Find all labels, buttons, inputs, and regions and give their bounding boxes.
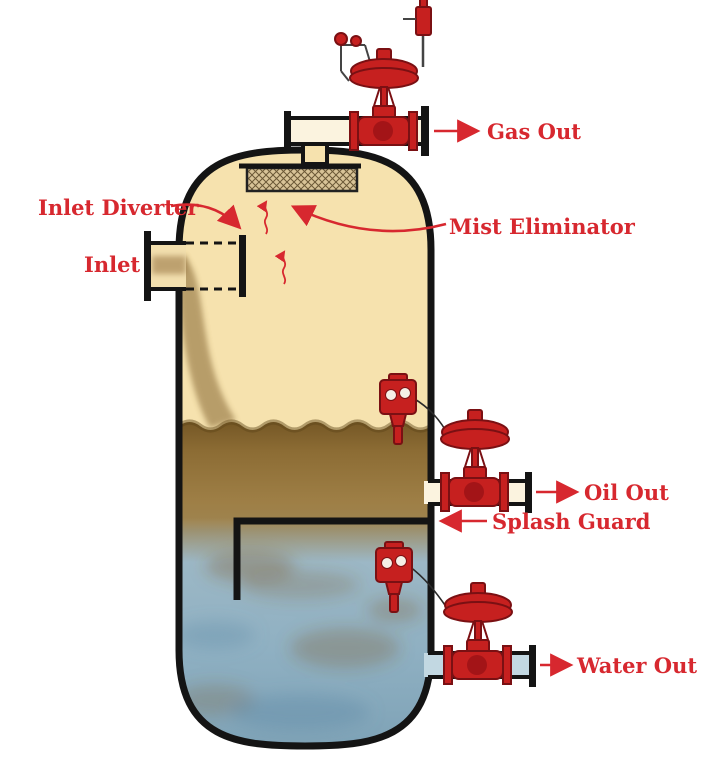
inlet-diverter-plate — [239, 235, 246, 297]
mist-eliminator-arrow — [290, 205, 447, 233]
gas-control-valve — [333, 0, 433, 151]
inlet-diverter-arrow — [170, 203, 242, 230]
vapor-squiggle-lower — [274, 250, 287, 285]
splash-guard-baffle — [233, 517, 431, 600]
label-gas-out: Gas Out — [487, 119, 581, 144]
mist-eliminator-pad — [239, 163, 361, 193]
label-oil-out: Oil Out — [584, 480, 669, 505]
inlet-flow-stream — [179, 255, 236, 428]
label-water-out: Water Out — [576, 653, 697, 678]
inlet-pipe — [144, 231, 246, 301]
vessel-contents — [179, 255, 431, 746]
oil-control-valve — [440, 409, 510, 512]
inlet-diverter-hidden-lines — [186, 241, 239, 291]
vapor-squiggle-upper — [256, 200, 269, 235]
vessel-outline — [175, 146, 435, 750]
oil-surface-edge — [179, 419, 431, 433]
label-splash-guard: Splash Guard — [492, 509, 651, 534]
water-control-valve — [443, 582, 513, 685]
oil-layer — [179, 422, 431, 562]
label-inlet: Inlet — [84, 252, 140, 277]
label-mist-eliminator: Mist Eliminator — [449, 214, 636, 239]
label-inlet-diverter: Inlet Diverter — [38, 195, 199, 220]
